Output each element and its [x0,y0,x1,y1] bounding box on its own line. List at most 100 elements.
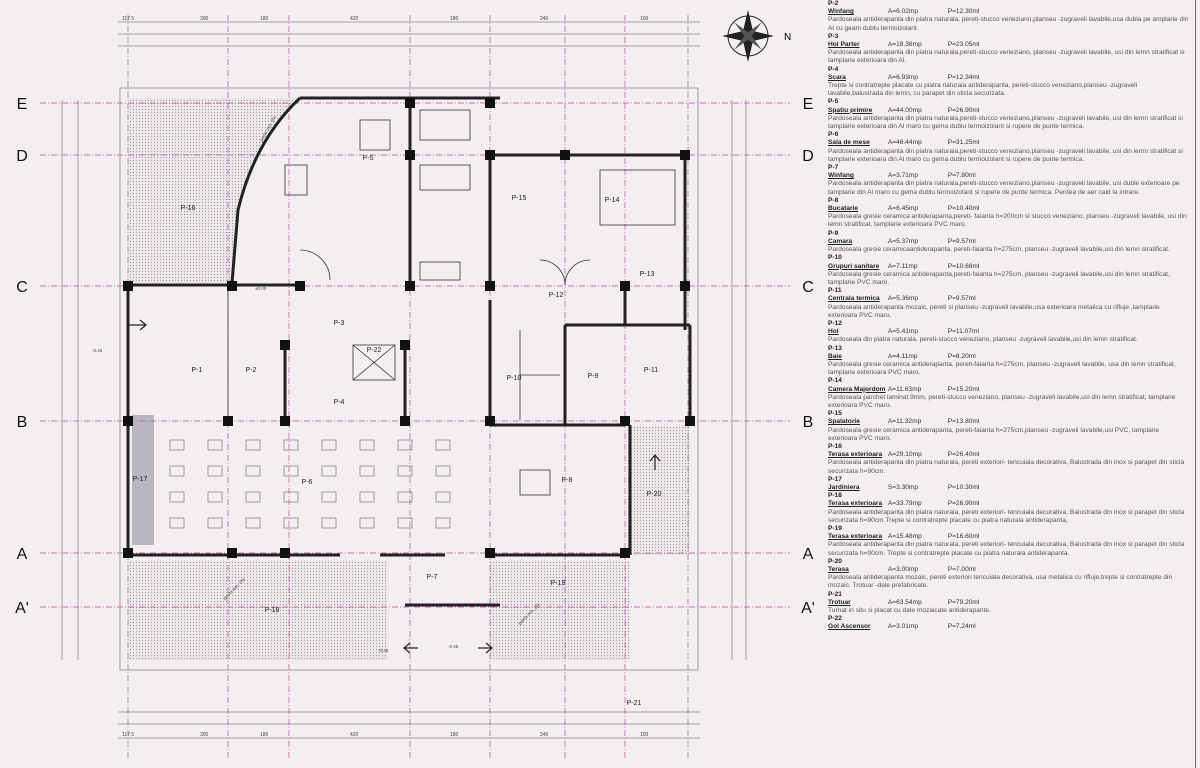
room-name: Grupuri sanitare [828,262,880,270]
room-perimeter: P=10.30ml [947,483,980,491]
room-label: P-13 [640,271,655,278]
room-code: P-20 [828,557,842,565]
table [435,465,451,477]
column [280,340,290,350]
room-name: Scara [828,73,846,81]
room-area: A=5.36mp [887,295,919,303]
room-area: A=5.37mp [887,237,919,245]
table [435,439,451,451]
level-mark: -0.45 [378,648,389,653]
room-name: Spatiu primire [828,106,873,114]
dimension-label: 240 [540,732,549,738]
room-label: P-16 [181,205,196,212]
column [620,548,630,558]
table [169,439,185,451]
grid-label: E [17,96,28,113]
room-area: A=11.32mp [887,418,922,426]
grid-label: D [16,148,28,165]
room-label: P-11 [644,367,658,374]
room-area: A=4.11mp [887,352,918,360]
room-label: P-20 [647,491,662,498]
table [321,439,337,451]
table [397,517,413,529]
grid-label: D [802,148,814,165]
entrance-arrows [128,319,661,654]
table [169,491,185,503]
column [485,548,495,558]
room-label: P-3 [334,320,345,327]
table [283,465,299,477]
room-label: P-22 [367,347,382,354]
room-area: A=18.36mp [887,41,922,49]
room-area: A=6.02mp [887,8,919,16]
table [283,517,299,529]
room-area: A=15.48mp [887,533,922,541]
room-code: P-14 [828,377,842,385]
column [485,281,495,291]
column [560,150,570,160]
room-perimeter: P=7.24ml [947,623,976,631]
room-perimeter: P=31.25ml [947,139,980,147]
table [169,517,185,529]
room-area: A=46.44mp [887,139,922,147]
north-label: N [784,32,791,43]
grid-label: A [17,546,28,563]
room-code: P-16 [828,442,842,450]
column [685,416,695,426]
grid-label: A' [801,600,815,617]
dimension-label: 300 [200,16,209,22]
room-code: P-8 [828,196,839,204]
column [620,416,630,426]
column [227,548,237,558]
room-label: P-12 [549,292,564,299]
room-area: A=6.45mp [887,205,919,213]
room-perimeter: P=15.20ml [947,385,980,393]
room-area: A=29.10mp [887,451,922,459]
table [321,465,337,477]
room-finishes: Pardoseala antiderapanta din piatra natu… [828,147,1183,163]
column [405,98,415,108]
column [400,340,410,350]
sidewalk-outline [119,87,699,671]
room-finishes: Pardoseala gresie ceramica antiderapanta… [828,426,1160,442]
room-code: P-22 [828,615,842,623]
room-finishes: Pardoseala antiderapanta din piatra natu… [828,180,1180,196]
column [680,281,690,291]
column [123,281,133,291]
room-area: A=5.41mp [887,328,919,336]
room-name: Terasa exterioara [828,500,883,508]
room-label: P-19 [551,580,566,587]
room-finishes: Pardoseala antiderapanta din piatra natu… [828,114,1183,131]
level-mark: -0.45 [92,348,103,353]
grid-label: C [16,279,28,296]
room-label: P-8 [562,477,573,484]
room-perimeter: P=8.20ml [947,352,976,360]
dimension-label: 240 [540,16,549,22]
room-finishes: Pardoseala antiderapanta din piatra natu… [828,49,1185,65]
north-arrow-icon: N [722,10,791,62]
table [359,465,375,477]
dimension-label: 420 [350,732,359,738]
room-finishes: Pardoseala gresie ceramica antiderapanta… [828,270,1170,286]
table [283,491,299,503]
columns [123,98,695,558]
room-perimeter: P=10.40ml [947,205,980,213]
room-finishes: Pardoseala din piatra naturala, pereti-s… [828,336,1138,344]
room-name: Jardiniera [828,483,860,491]
table [169,465,185,477]
room-finishes: Pardoseala antiderapanta mozaic, pereti … [828,303,1160,319]
grid-label: E [803,96,814,113]
table [245,465,261,477]
room-code: P-6 [828,131,839,139]
column [400,416,410,426]
room-name: Hol [828,328,839,336]
room-label: P-2 [246,367,257,374]
room-perimeter: P=23.05ml [947,41,980,49]
room-area: A=3.71mp [887,172,919,180]
room-finishes: Pardoseala antiderapanta din piatra natu… [828,459,1185,475]
